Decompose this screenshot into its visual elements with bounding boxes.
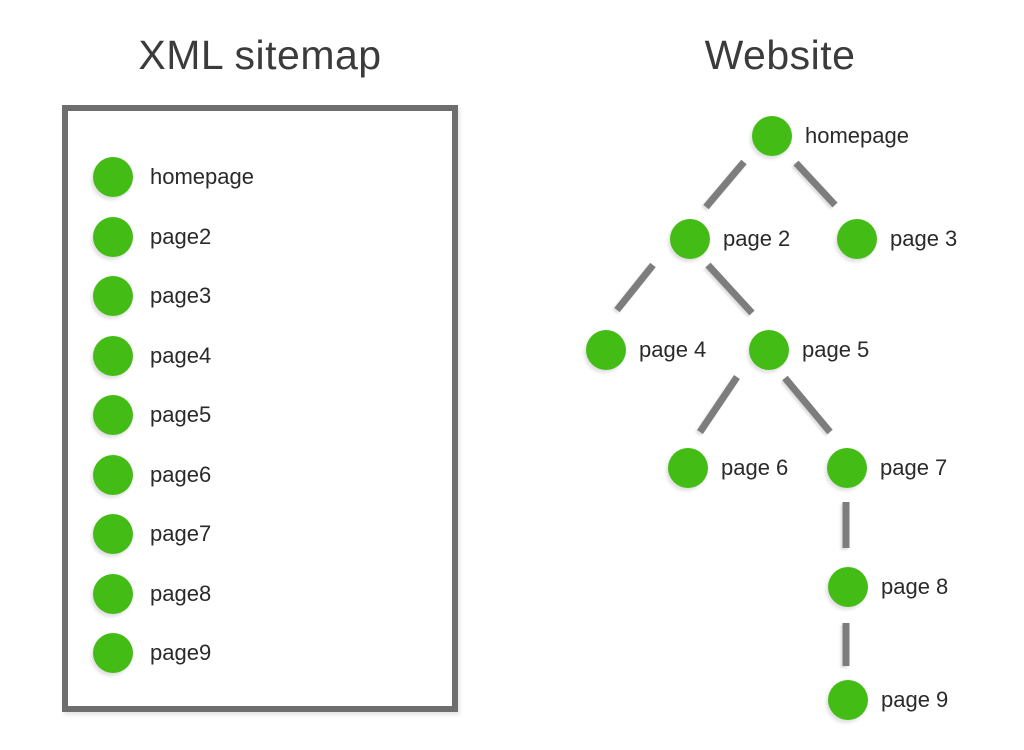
page-dot-icon (93, 216, 133, 257)
sitemap-item-label: page9 (150, 640, 212, 665)
sitemap-item: page2 (68, 216, 448, 257)
tree-node-page8 (828, 567, 868, 607)
tree-node-page6 (668, 448, 708, 488)
sitemap-item-label: page4 (150, 342, 212, 368)
tree-node-page7 (827, 448, 867, 488)
xml-sitemap-title: XML sitemap (138, 32, 382, 78)
sitemap-item-label: homepage (150, 164, 254, 189)
tree-node-label-page9: page 9 (881, 687, 949, 712)
page-dot-icon (93, 157, 133, 197)
website-title: Website (704, 32, 856, 78)
page-dot-icon (93, 573, 133, 614)
tree-node-label-page4: page 4 (639, 337, 707, 362)
tree-node-homepage (752, 116, 792, 156)
page-dot-icon (93, 335, 133, 376)
sitemap-item-label: page2 (150, 223, 212, 249)
sitemap-item-label: page3 (150, 283, 212, 308)
page-dot-icon (93, 454, 133, 495)
sitemap-item-label: page5 (150, 402, 212, 427)
tree-node-label-page5: page 5 (802, 337, 870, 362)
sitemap-item: page5 (68, 395, 448, 435)
tree-node-label-page8: page 8 (881, 574, 949, 599)
tree-edge-page5-page6 (697, 375, 740, 434)
tree-node-label-page2: page 2 (723, 226, 791, 251)
sitemap-item: homepage (68, 157, 448, 197)
tree-node-page9 (828, 680, 868, 720)
sitemap-item-label: page8 (150, 580, 212, 606)
sitemap-item: page9 (68, 633, 448, 673)
tree-edge-page2-page5 (705, 262, 755, 316)
tree-edge-homepage-page3 (793, 160, 838, 208)
sitemap-item: page7 (68, 514, 448, 554)
page-dot-icon (93, 276, 133, 316)
page-dot-icon (93, 633, 133, 673)
tree-node-page4 (586, 330, 626, 370)
tree-node-label-page7: page 7 (880, 455, 948, 480)
sitemap-item-label: page6 (150, 461, 212, 487)
tree-edge-page2-page4 (614, 262, 656, 313)
tree-node-label-page6: page 6 (721, 455, 789, 480)
tree-edge-page5-page7 (782, 375, 833, 435)
tree-node-label-homepage: homepage (805, 123, 909, 148)
sitemap-box: homepage page2 page3 page4 page5 page6 page7 pa… (62, 105, 458, 712)
tree-node-page2 (670, 219, 710, 259)
sitemap-item: page3 (68, 276, 448, 316)
sitemap-item: page4 (68, 335, 448, 376)
tree-node-page3 (837, 219, 877, 259)
tree-node-page5 (749, 330, 789, 370)
sitemap-item: page6 (68, 454, 448, 495)
page-dot-icon (93, 395, 133, 435)
sitemap-item-label: page7 (150, 521, 212, 546)
page-dot-icon (93, 514, 133, 554)
tree-edge-homepage-page2 (703, 159, 747, 210)
sitemap-item: page8 (68, 573, 448, 614)
tree-node-label-page3: page 3 (890, 226, 958, 251)
